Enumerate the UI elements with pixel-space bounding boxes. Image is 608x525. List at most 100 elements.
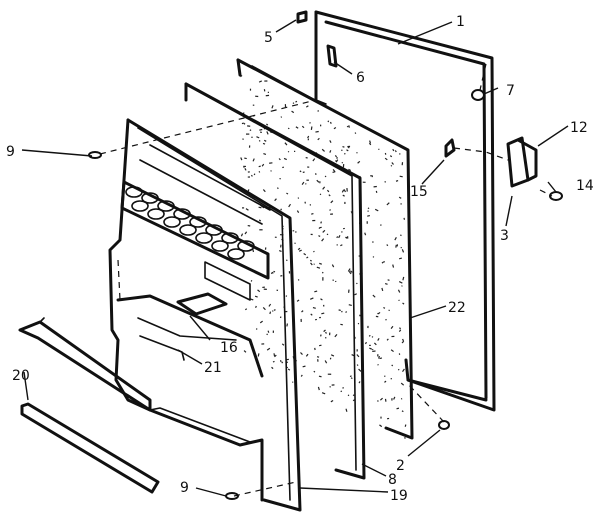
door-gasket [184, 82, 366, 480]
insulation-speck [401, 285, 403, 287]
insulation-speck [362, 181, 366, 183]
insulation-speck [398, 299, 400, 302]
insulation-speck [379, 357, 383, 360]
insulation-speck [313, 263, 315, 265]
insulation-speck [296, 210, 300, 213]
insulation-speck [384, 157, 388, 161]
insulation-speck [336, 244, 338, 246]
insulation-speck [347, 268, 351, 272]
insulation-speck [323, 329, 326, 333]
insulation-speck [381, 287, 384, 292]
insulation-speck [292, 102, 295, 104]
insulation-speck [386, 338, 389, 341]
insulation-speck [259, 131, 262, 133]
insulation-speck [356, 151, 358, 154]
insulation-speck [281, 343, 285, 346]
insulation-speck [254, 295, 258, 298]
insulation-speck [384, 375, 386, 377]
insulation-speck [327, 373, 332, 375]
insulation-speck [348, 304, 352, 307]
insulation-speck [347, 145, 351, 148]
insulation-speck [395, 179, 399, 182]
insulation-speck [297, 279, 300, 281]
callout-14: 14 [576, 178, 594, 194]
insulation-speck [345, 408, 348, 412]
insulation-speck [377, 311, 381, 315]
insulation-speck [242, 207, 245, 209]
insulation-speck [279, 316, 282, 319]
outer-door-panel [314, 10, 496, 412]
insulation-speck [372, 256, 375, 258]
insulation-speck [300, 318, 302, 322]
insulation-speck [402, 368, 405, 373]
insulation-speck [283, 157, 287, 161]
insulation-speck [258, 165, 261, 168]
insulation-speck [348, 271, 352, 275]
insulation-speck [284, 142, 288, 146]
insulation-speck [379, 424, 383, 428]
insulation-speck [401, 340, 405, 344]
insulation-speck [276, 289, 279, 291]
insulation-speck [286, 358, 289, 361]
insulation-speck [386, 244, 389, 247]
insulation-speck [305, 157, 308, 159]
door-hinge-hardware [88, 10, 563, 500]
insulation-speck [387, 417, 390, 420]
insulation-speck [338, 235, 341, 239]
insulation-speck [341, 161, 344, 164]
insulation-speck [392, 148, 395, 152]
insulation-speck [314, 318, 317, 321]
insulation-speck [390, 325, 394, 329]
insulation-speck [280, 208, 283, 211]
insulation-speck [259, 128, 263, 131]
insulation-speck [371, 336, 374, 338]
insulation-speck [314, 290, 318, 293]
insulation-speck [385, 318, 387, 321]
insulation-speck [349, 375, 352, 378]
insulation-panel [236, 58, 414, 440]
callout-2: 2 [396, 458, 405, 474]
insulation-speck [271, 105, 274, 109]
insulation-speck [240, 74, 243, 78]
insulation-speck [347, 394, 350, 397]
insulation-speck [392, 264, 395, 268]
insulation-speck [333, 127, 337, 130]
insulation-speck [247, 224, 251, 227]
insulation-speck [349, 270, 353, 273]
insulation-speck [345, 311, 348, 313]
insulation-speck [255, 328, 258, 330]
insulation-speck [265, 94, 270, 97]
insulation-speck [400, 398, 403, 400]
insulation-speck [378, 148, 380, 151]
insulation-speck [299, 170, 302, 173]
insulation-speck [253, 173, 256, 176]
insulation-speck [403, 437, 406, 439]
insulation-speck [396, 244, 398, 247]
insulation-speck [258, 80, 262, 83]
insulation-speck [396, 407, 400, 410]
insulation-speck [334, 155, 338, 158]
insulation-speck [378, 355, 380, 359]
insulation-speck [367, 207, 370, 210]
insulation-speck [274, 236, 277, 238]
insulation-speck [342, 387, 344, 389]
insulation-speck [240, 233, 244, 237]
insulation-speck [279, 359, 282, 363]
insulation-speck [326, 189, 330, 193]
insulation-speck [368, 142, 372, 146]
insulation-speck [272, 360, 275, 363]
insulation-speck [398, 196, 402, 199]
insulation-speck [247, 171, 250, 173]
insulation-speck [305, 353, 309, 357]
insulation-speck [263, 139, 267, 142]
insulation-speck [335, 160, 338, 163]
insulation-speck [252, 104, 255, 106]
insulation-speck [400, 246, 402, 249]
insulation-speck [331, 384, 335, 386]
callout-21: 21 [204, 360, 222, 376]
insulation-speck [287, 150, 290, 153]
insulation-speck [295, 126, 299, 129]
insulation-speck [371, 348, 374, 351]
insulation-speck [384, 181, 387, 183]
insulation-speck [386, 202, 390, 206]
